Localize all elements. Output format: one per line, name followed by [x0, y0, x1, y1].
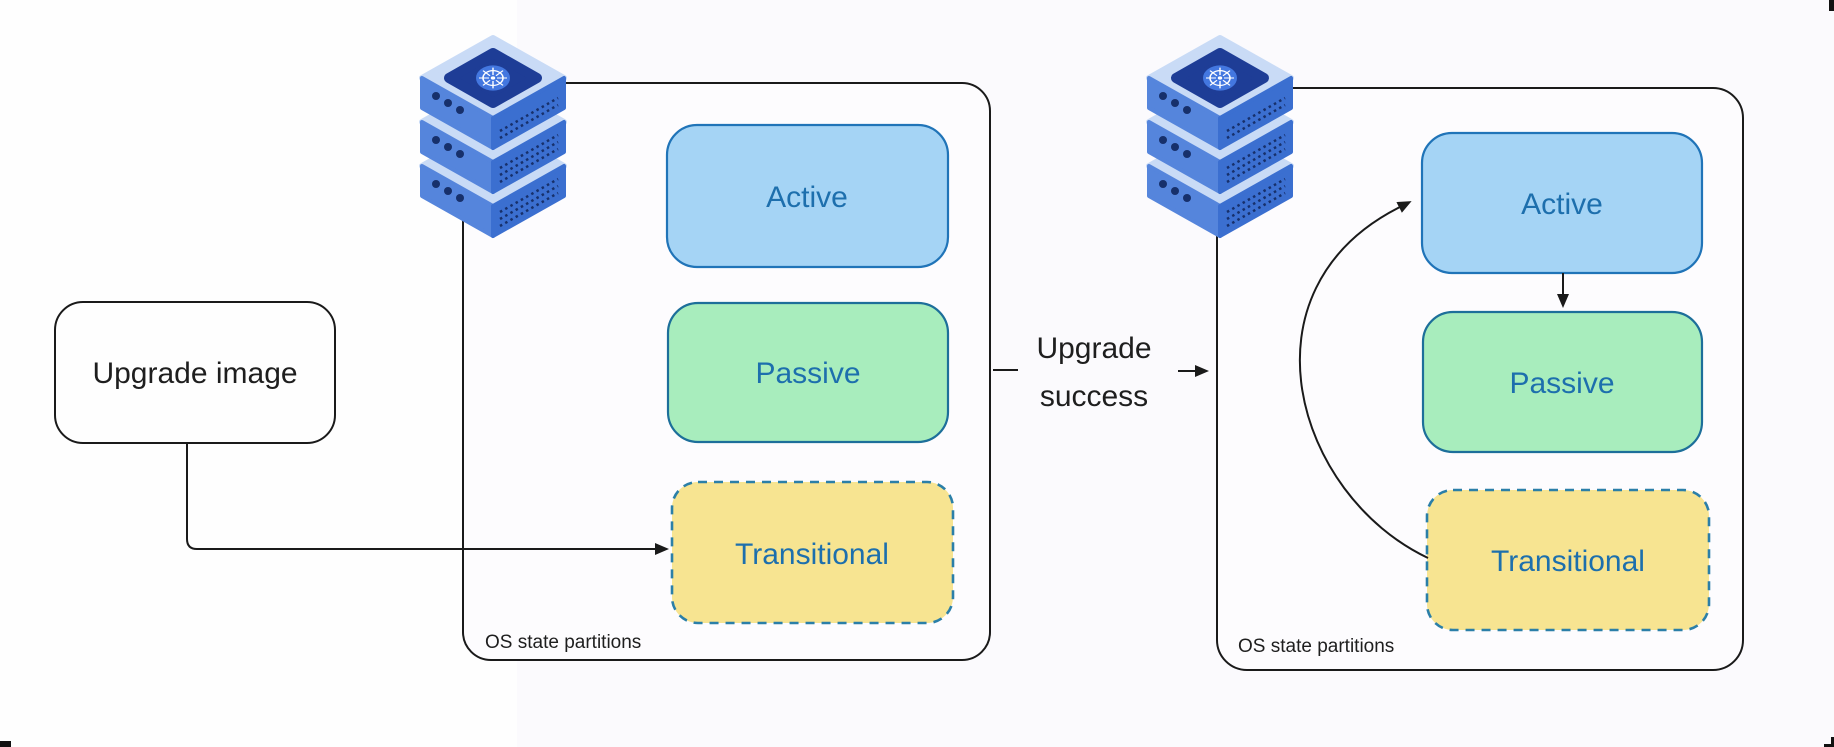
- upgrade-success-label-line2: success: [1040, 380, 1148, 413]
- partition-label: Passive: [755, 357, 860, 390]
- cluster-caption: OS state partitions: [1238, 636, 1394, 657]
- kubernetes-server-stack-icon: [1149, 38, 1291, 236]
- connector-upgrade-success: Upgrade success: [993, 332, 1209, 413]
- partition-label: Transitional: [735, 538, 889, 571]
- partition-active-before: Active: [665, 123, 950, 269]
- partition-label: Transitional: [1491, 545, 1645, 578]
- upgrade-image-node: Upgrade image: [54, 301, 336, 444]
- cluster-caption: OS state partitions: [485, 632, 641, 653]
- upgrade-success-label-line1: Upgrade: [1036, 332, 1151, 365]
- partition-passive-before: Passive: [666, 301, 950, 444]
- arrow-upgrade-image-to-transitional: [186, 443, 669, 555]
- partition-label: Passive: [1509, 367, 1614, 400]
- kubernetes-server-stack-icon: [422, 38, 564, 236]
- partition-label: Active: [1521, 188, 1603, 221]
- partition-active-after: Active: [1420, 131, 1704, 275]
- partition-transitional-before: Transitional: [670, 480, 955, 625]
- cluster-after: OS state partitions Active Passive Trans…: [1216, 87, 1744, 671]
- upgrade-image-label: Upgrade image: [92, 357, 297, 390]
- partition-transitional-after: Transitional: [1425, 488, 1711, 632]
- arrow-transitional-to-active: [1298, 201, 1429, 559]
- cluster-before: OS state partitions Active Passive Trans…: [462, 82, 991, 661]
- partition-label: Active: [766, 181, 848, 214]
- partition-passive-after: Passive: [1421, 310, 1704, 454]
